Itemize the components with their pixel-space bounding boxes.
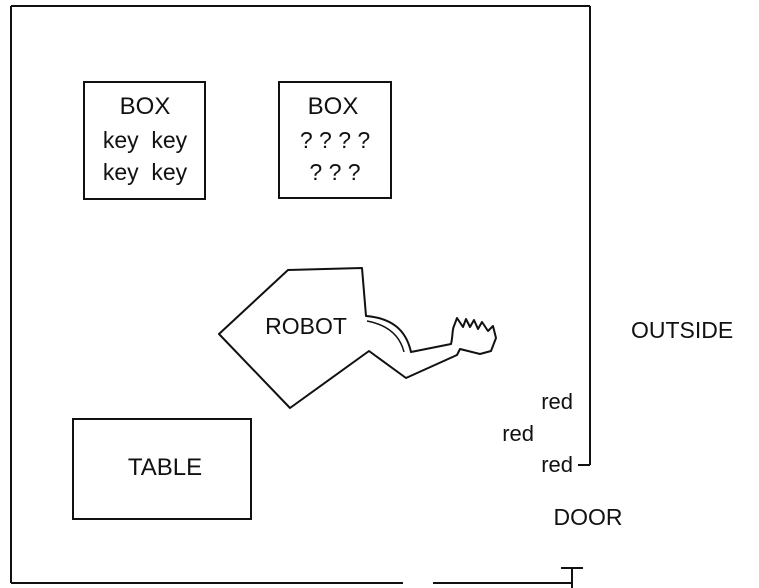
box-keys: BOX key key key key <box>83 81 206 200</box>
robot-arm-inner-line <box>366 320 405 353</box>
box-keys-line-2: key key <box>103 159 188 185</box>
room-walls <box>10 5 591 588</box>
box-keys-line-1: key key <box>103 127 188 153</box>
box-keys-outline <box>83 81 206 200</box>
door-label: DOOR <box>554 504 623 530</box>
box-keys-title: BOX <box>120 93 171 120</box>
robot-body-outline <box>218 267 497 409</box>
red-marker-1: red <box>541 389 573 414</box>
red-markers: red red red <box>502 389 573 477</box>
box-unknown-title: BOX <box>308 93 359 120</box>
robot: ROBOT <box>218 267 497 409</box>
outside-label: OUTSIDE <box>631 317 733 343</box>
table: TABLE <box>72 418 252 520</box>
robot-label: ROBOT <box>265 313 347 339</box>
table-label: TABLE <box>128 454 202 481</box>
box-unknown-line-1: ? ? ? ? <box>300 127 370 153</box>
red-marker-3: red <box>541 452 573 477</box>
box-unknown-line-2: ? ? ? <box>309 159 360 185</box>
red-marker-2: red <box>502 421 534 446</box>
table-outline <box>72 418 252 520</box>
box-unknown: BOX ? ? ? ? ? ? ? <box>278 81 392 199</box>
box-unknown-outline <box>278 81 392 199</box>
